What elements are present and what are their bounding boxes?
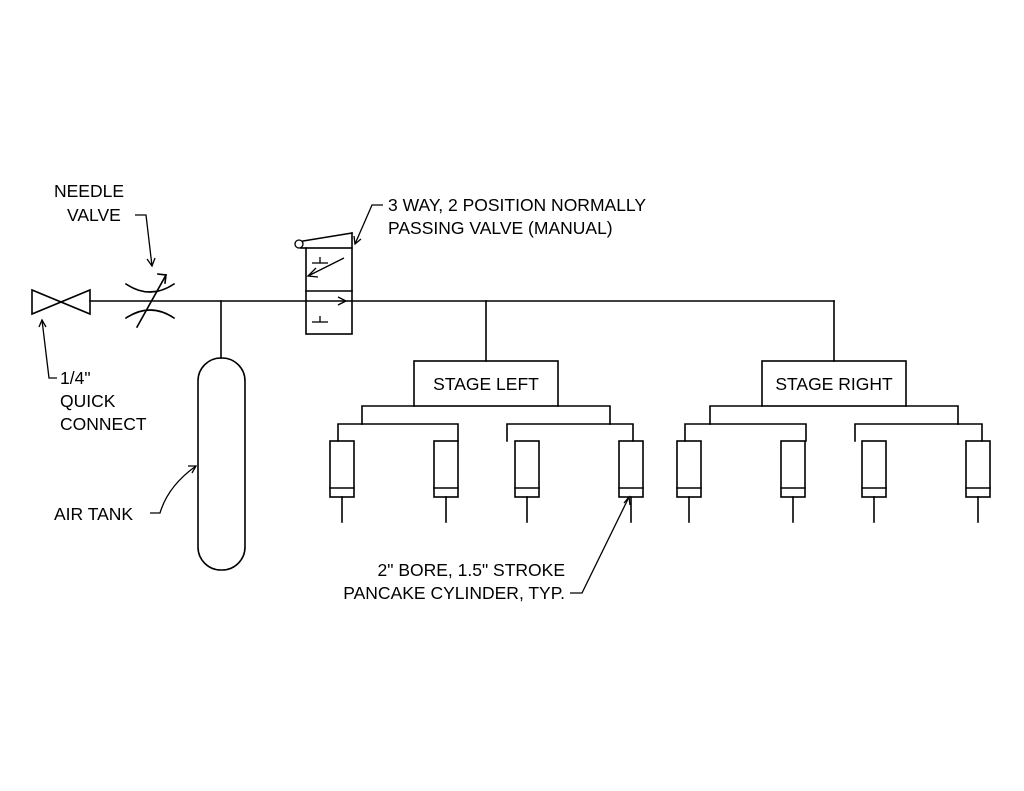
cylinder-3 bbox=[514, 440, 540, 523]
cylinder-1 bbox=[329, 440, 355, 523]
directional-valve-leader bbox=[354, 204, 383, 245]
needle-valve-symbol bbox=[124, 273, 176, 329]
stage-right-manifold bbox=[684, 405, 983, 442]
air-tank-leader-arrow bbox=[188, 465, 198, 474]
directional-valve-symbol bbox=[294, 232, 353, 335]
air-tank-label: AIR TANK bbox=[54, 504, 133, 524]
directional-valve-label-line2: PASSING VALVE (MANUAL) bbox=[388, 218, 613, 238]
quick-connect-label-line3: CONNECT bbox=[60, 414, 147, 434]
quick-connect-leader bbox=[41, 319, 57, 379]
stage-left-box bbox=[413, 360, 559, 407]
stage-left-label: STAGE LEFT bbox=[433, 374, 539, 394]
quick-connect-label-line1: 1/4" bbox=[60, 368, 91, 388]
needle-valve-label-line2: VALVE bbox=[67, 205, 121, 225]
stage-right-box bbox=[761, 360, 907, 407]
cylinder-label-line1: 2" BORE, 1.5" STROKE bbox=[378, 560, 565, 580]
needle-valve-leader bbox=[135, 214, 153, 267]
cylinder-7 bbox=[861, 440, 887, 523]
directional-valve-label-line1: 3 WAY, 2 POSITION NORMALLY bbox=[388, 195, 646, 215]
cylinder-2 bbox=[433, 440, 459, 523]
quick-connect-leader-arrow bbox=[38, 318, 47, 328]
cylinder-leader bbox=[570, 496, 630, 594]
quick-connect-label-line2: QUICK bbox=[60, 391, 116, 411]
needle-valve-label-line1: NEEDLE bbox=[54, 181, 124, 201]
quick-connect-symbol bbox=[31, 288, 91, 316]
stage-left-manifold bbox=[337, 405, 634, 442]
cylinder-5 bbox=[676, 440, 702, 523]
air-tank-symbol bbox=[197, 357, 246, 571]
cylinder-leader-arrow bbox=[623, 495, 631, 506]
cylinder-4 bbox=[618, 440, 644, 523]
air-tank-leader bbox=[150, 465, 197, 514]
stage-right-label: STAGE RIGHT bbox=[775, 374, 893, 394]
needle-valve-leader-arrow bbox=[146, 257, 156, 268]
cylinder-8 bbox=[965, 440, 991, 523]
cylinder-label-line2: PANCAKE CYLINDER, TYP. bbox=[343, 583, 565, 603]
directional-valve-leader-arrow bbox=[353, 235, 362, 246]
cylinder-6 bbox=[780, 440, 806, 523]
